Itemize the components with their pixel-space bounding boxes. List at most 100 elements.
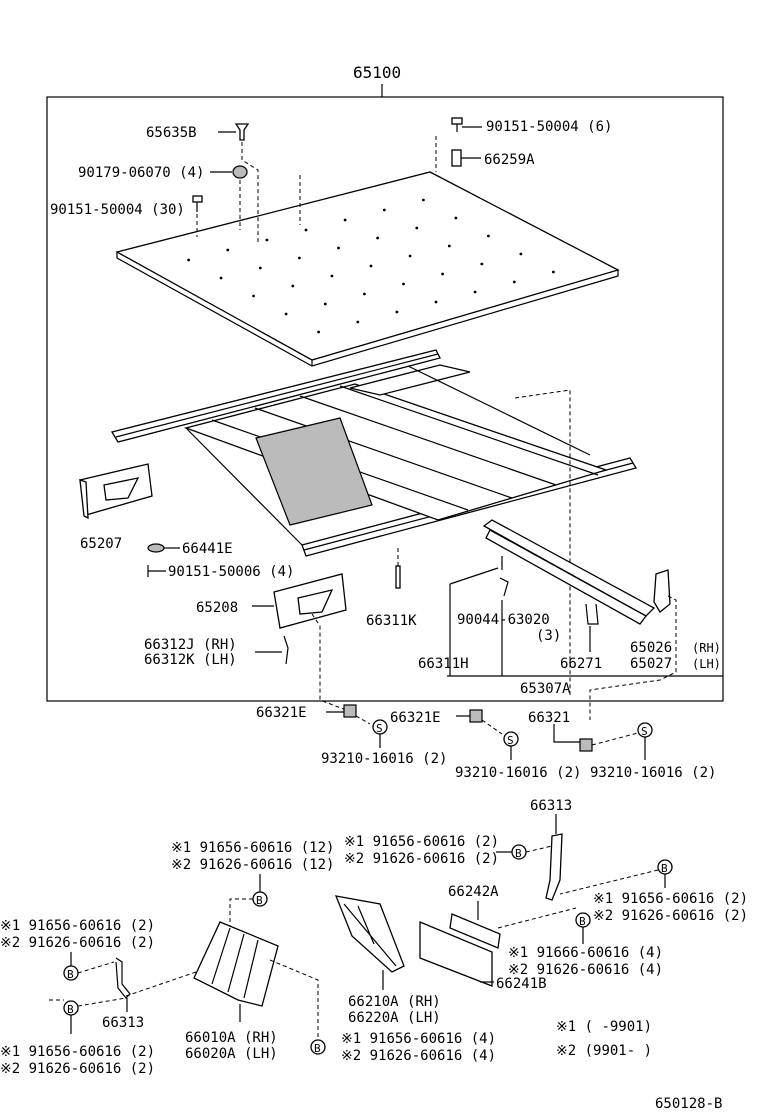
callout-right-1: ※1 91656-60616 (2)	[593, 891, 748, 907]
label-66242A: 66242A	[448, 884, 499, 900]
label-66259A: 66259A	[484, 152, 535, 168]
label-66311H: 66311H	[418, 656, 469, 672]
callout-r2-1: ※1 91666-60616 (4)	[508, 945, 663, 961]
marker-b-mid-text: B	[256, 894, 263, 907]
marker-b-right: B	[657, 859, 673, 875]
bracket-65026	[653, 569, 671, 613]
panel-hole	[343, 218, 347, 222]
panel-hole	[480, 262, 484, 266]
marker-s-a-text: S	[376, 722, 383, 735]
panel-hole	[291, 284, 295, 288]
panel-hole	[512, 280, 516, 284]
label-66020A: 66020A (LH)	[185, 1046, 278, 1062]
assembly-title: 65100	[353, 63, 401, 82]
label-66311K: 66311K	[366, 613, 417, 629]
marker-s-a: S	[372, 719, 388, 735]
panel-hole	[382, 208, 386, 212]
marker-b-bl: B	[63, 1000, 79, 1016]
stay-66313-left	[115, 957, 131, 999]
mudguard-66010A	[193, 921, 279, 1007]
panel-hole	[317, 330, 320, 334]
callout-left-1: ※1 91656-60616 (2)	[0, 918, 155, 934]
clip-66271	[585, 603, 599, 625]
marker-b-r2: B	[575, 912, 591, 928]
bolt-90151-50006	[147, 565, 166, 577]
marker-b-topr: B	[511, 844, 527, 860]
label-65207: 65207	[80, 536, 122, 552]
panel-hole	[376, 236, 379, 240]
panel-hole	[304, 228, 308, 232]
callout-mid-1: ※1 91656-60616 (12)	[171, 840, 334, 856]
clip-65635B	[234, 123, 250, 141]
bracket-65207	[79, 463, 153, 520]
panel-hole	[252, 294, 256, 298]
callout-right-2: ※2 91626-60616 (2)	[593, 908, 748, 924]
label-66312J: 66312J (RH)	[144, 637, 237, 653]
nut-90179-06070	[232, 165, 248, 179]
legend-item-2: ※2 (9901- )	[556, 1043, 652, 1059]
plate-66242A	[449, 913, 501, 949]
callout-topr-2: ※2 91626-60616 (2)	[344, 851, 499, 867]
clip-90044-63020	[499, 556, 509, 597]
panel-hole	[337, 246, 340, 250]
marker-s-c-text: S	[641, 725, 648, 738]
marker-b-bc-text: B	[314, 1042, 321, 1055]
label-66321E-a: 66321E	[256, 705, 307, 721]
label-66241B: 66241B	[496, 976, 547, 992]
panel-hole	[519, 252, 523, 256]
panel-hole	[187, 258, 191, 262]
marker-b-left-text: B	[67, 968, 74, 981]
panel-hole	[298, 256, 301, 260]
cushion-66321	[579, 738, 593, 752]
label-65307A: 65307A	[520, 681, 571, 697]
legend-item-1: ※1 ( -9901)	[556, 1019, 652, 1035]
spacer-66259A	[451, 149, 462, 167]
washer-66441E	[147, 543, 165, 553]
label-65026-side: (RH)	[692, 641, 721, 655]
callout-bc-2: ※2 91626-60616 (4)	[341, 1048, 496, 1064]
marker-b-bc: B	[310, 1039, 326, 1055]
panel-hole	[441, 272, 444, 276]
panel-hole	[408, 254, 412, 258]
panel-hole	[434, 300, 438, 304]
label-66271: 66271	[560, 656, 602, 672]
label-65635B: 65635B	[146, 125, 197, 141]
marker-b-left: B	[63, 965, 79, 981]
cushion-66321E-b	[469, 709, 483, 723]
panel-hole	[473, 290, 477, 294]
panel-hole	[363, 292, 366, 296]
panel-hole	[356, 320, 360, 324]
marker-b-r2-text: B	[579, 915, 586, 928]
label-90179-06070: 90179-06070 (4)	[78, 165, 204, 181]
label-93210-b: 93210-16016 (2)	[455, 765, 581, 781]
screw-90151-50004-30	[192, 195, 203, 212]
callout-bc-1: ※1 91656-60616 (4)	[341, 1031, 496, 1047]
panel-hole	[447, 244, 451, 248]
bracket-66210A	[334, 895, 405, 973]
panel-hole	[219, 276, 223, 280]
label-65027-side: (LH)	[692, 657, 721, 671]
figure-code: 650128-B	[655, 1096, 722, 1112]
panel-hole	[258, 266, 262, 270]
label-90044-qty: (3)	[536, 628, 561, 644]
callout-r2-2: ※2 91626-60616 (4)	[508, 962, 663, 978]
panel-hole	[552, 270, 555, 274]
label-65208: 65208	[196, 600, 238, 616]
pin-66312J	[283, 635, 289, 665]
marker-s-c: S	[637, 722, 653, 738]
callout-bl-2: ※2 91626-60616 (2)	[0, 1061, 155, 1077]
label-66210A: 66210A (RH)	[348, 994, 441, 1010]
callout-mid-2: ※2 91626-60616 (12)	[171, 857, 334, 873]
label-65026: 65026	[630, 640, 672, 656]
assembly-frame	[46, 96, 724, 702]
label-93210-a: 93210-16016 (2)	[321, 751, 447, 767]
screw-90151-50004-6	[451, 117, 463, 132]
stay-66313-top	[545, 833, 563, 901]
panel-hole	[395, 310, 399, 314]
label-93210-c: 93210-16016 (2)	[590, 765, 716, 781]
panel-hole	[487, 234, 490, 238]
panel-hole	[323, 302, 327, 306]
label-90151-50004-30: 90151-50004 (30)	[50, 202, 185, 218]
label-66220A: 66220A (LH)	[348, 1010, 441, 1026]
